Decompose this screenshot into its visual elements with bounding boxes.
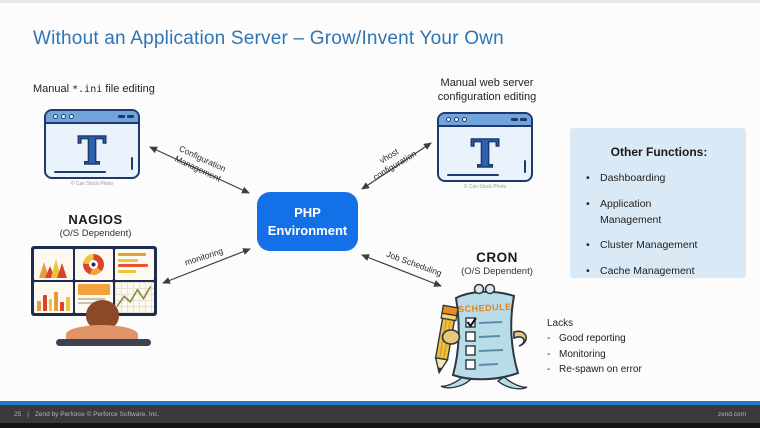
list-item: - Good reporting [547,331,642,347]
bullet-icon: • [586,172,590,184]
stock-photo-caption: © Can Stock Photo [70,181,114,187]
schedule-label: SCHEDULE [458,302,512,315]
ini-label-prefix: Manual [33,83,73,95]
nagios-subtitle: (O/S Dependent) [59,228,132,239]
ini-editing-label: Manual *.ini file editing [33,83,155,95]
ini-label-code: *.ini [72,84,103,95]
window-dot-icon [454,117,459,122]
cron-heading: CRON (O/S Dependent) [432,250,562,277]
vhost-arrow-label: vhost configuration [371,146,419,183]
window-controls-icon [118,115,134,118]
window-dot-icon [53,114,58,119]
web-server-label-line1: Manual web server [440,77,534,89]
bullet-icon: • [586,197,590,210]
ini-label-suffix: file editing [102,83,155,95]
slide-number: 25 [14,410,22,418]
bullet-icon: • [586,239,590,252]
desk-illustration [56,339,151,346]
dash-bullet: - [547,333,551,344]
window-dot-icon [61,114,66,119]
php-environment-node: PHP Environment [257,192,358,251]
browser-window-icon: T [44,109,140,179]
bullet-icon: • [586,265,590,277]
web-server-label-line2: configuration editing [437,91,537,104]
peak-chart-icon [34,249,73,280]
footer-site: zend.com [717,410,746,418]
dash-bullet: - [547,364,551,375]
window-dot-icon [446,117,451,122]
hbar-chart-icon [115,249,154,280]
list-item: - Monitoring [547,347,642,363]
footer-separator: | [27,410,29,418]
list-item: • Dashboarding [584,171,734,187]
bar-chart-icon [34,282,73,313]
web-server-browser-illustration: T © Can Stock Photo [437,112,533,190]
letter-t-glyph: T [77,127,107,174]
footer-left: 25 | Zend by Perforce © Perforce Softwar… [14,411,159,418]
list-item: - Re-spawn on error [547,362,642,378]
footer-company: Zend by Perforce © Perforce Software, In… [34,410,160,418]
cron-schedule-illustration: SCHEDULE [434,283,528,390]
nagios-heading: NAGIOS (O/S Dependent) [28,212,163,239]
letter-t-glyph: T [470,130,500,177]
list-item: • Cache Management [584,264,734,280]
footer: 25 | Zend by Perforce © Perforce Softwar… [0,405,760,423]
lacks-block: Lacks - Good reporting - Monitoring - Re… [547,318,642,378]
php-line2: Environment [267,222,348,238]
window-dot-icon [462,117,467,122]
config-management-arrow-label: Configuration Management [173,143,228,184]
nagios-dashboard-illustration [31,246,157,316]
stock-photo-caption: © Can Stock Photo [463,184,507,190]
lacks-title: Lacks [547,318,574,329]
web-server-label: Manual web server configuration editing [412,76,562,105]
page-title: Without an Application Server – Grow/Inv… [33,28,504,49]
browser-scrollbar-line [524,160,526,173]
other-functions-list: • Dashboarding • Application Management … [584,171,734,280]
list-item: • Cluster Management [584,238,734,254]
browser-titlebar [46,111,138,124]
nagios-title: NAGIOS [68,212,123,227]
video-bottom-edge [0,423,760,428]
line-chart-icon [115,282,154,313]
window-dot-icon [69,114,74,119]
php-line1: PHP [294,204,321,220]
browser-footer-line [447,174,499,176]
browser-titlebar [439,114,531,127]
dash-bullet: - [547,348,551,360]
video-top-edge [0,0,760,3]
window-controls-icon [511,118,527,121]
browser-scrollbar-line [131,157,133,170]
donut-chart-icon [74,249,114,280]
other-functions-panel: Other Functions: • Dashboarding • Applic… [570,128,746,278]
ini-browser-illustration: T © Can Stock Photo [44,109,140,187]
monitoring-arrow-label: monitoring [183,245,225,268]
browser-window-icon: T [437,112,533,182]
footer-accent-bar [0,401,760,405]
other-functions-title: Other Functions: [610,145,708,159]
list-item: • Application Management [584,197,734,229]
cron-title: CRON [476,250,518,265]
browser-footer-line [54,171,106,173]
cron-subtitle: (O/S Dependent) [461,266,533,277]
